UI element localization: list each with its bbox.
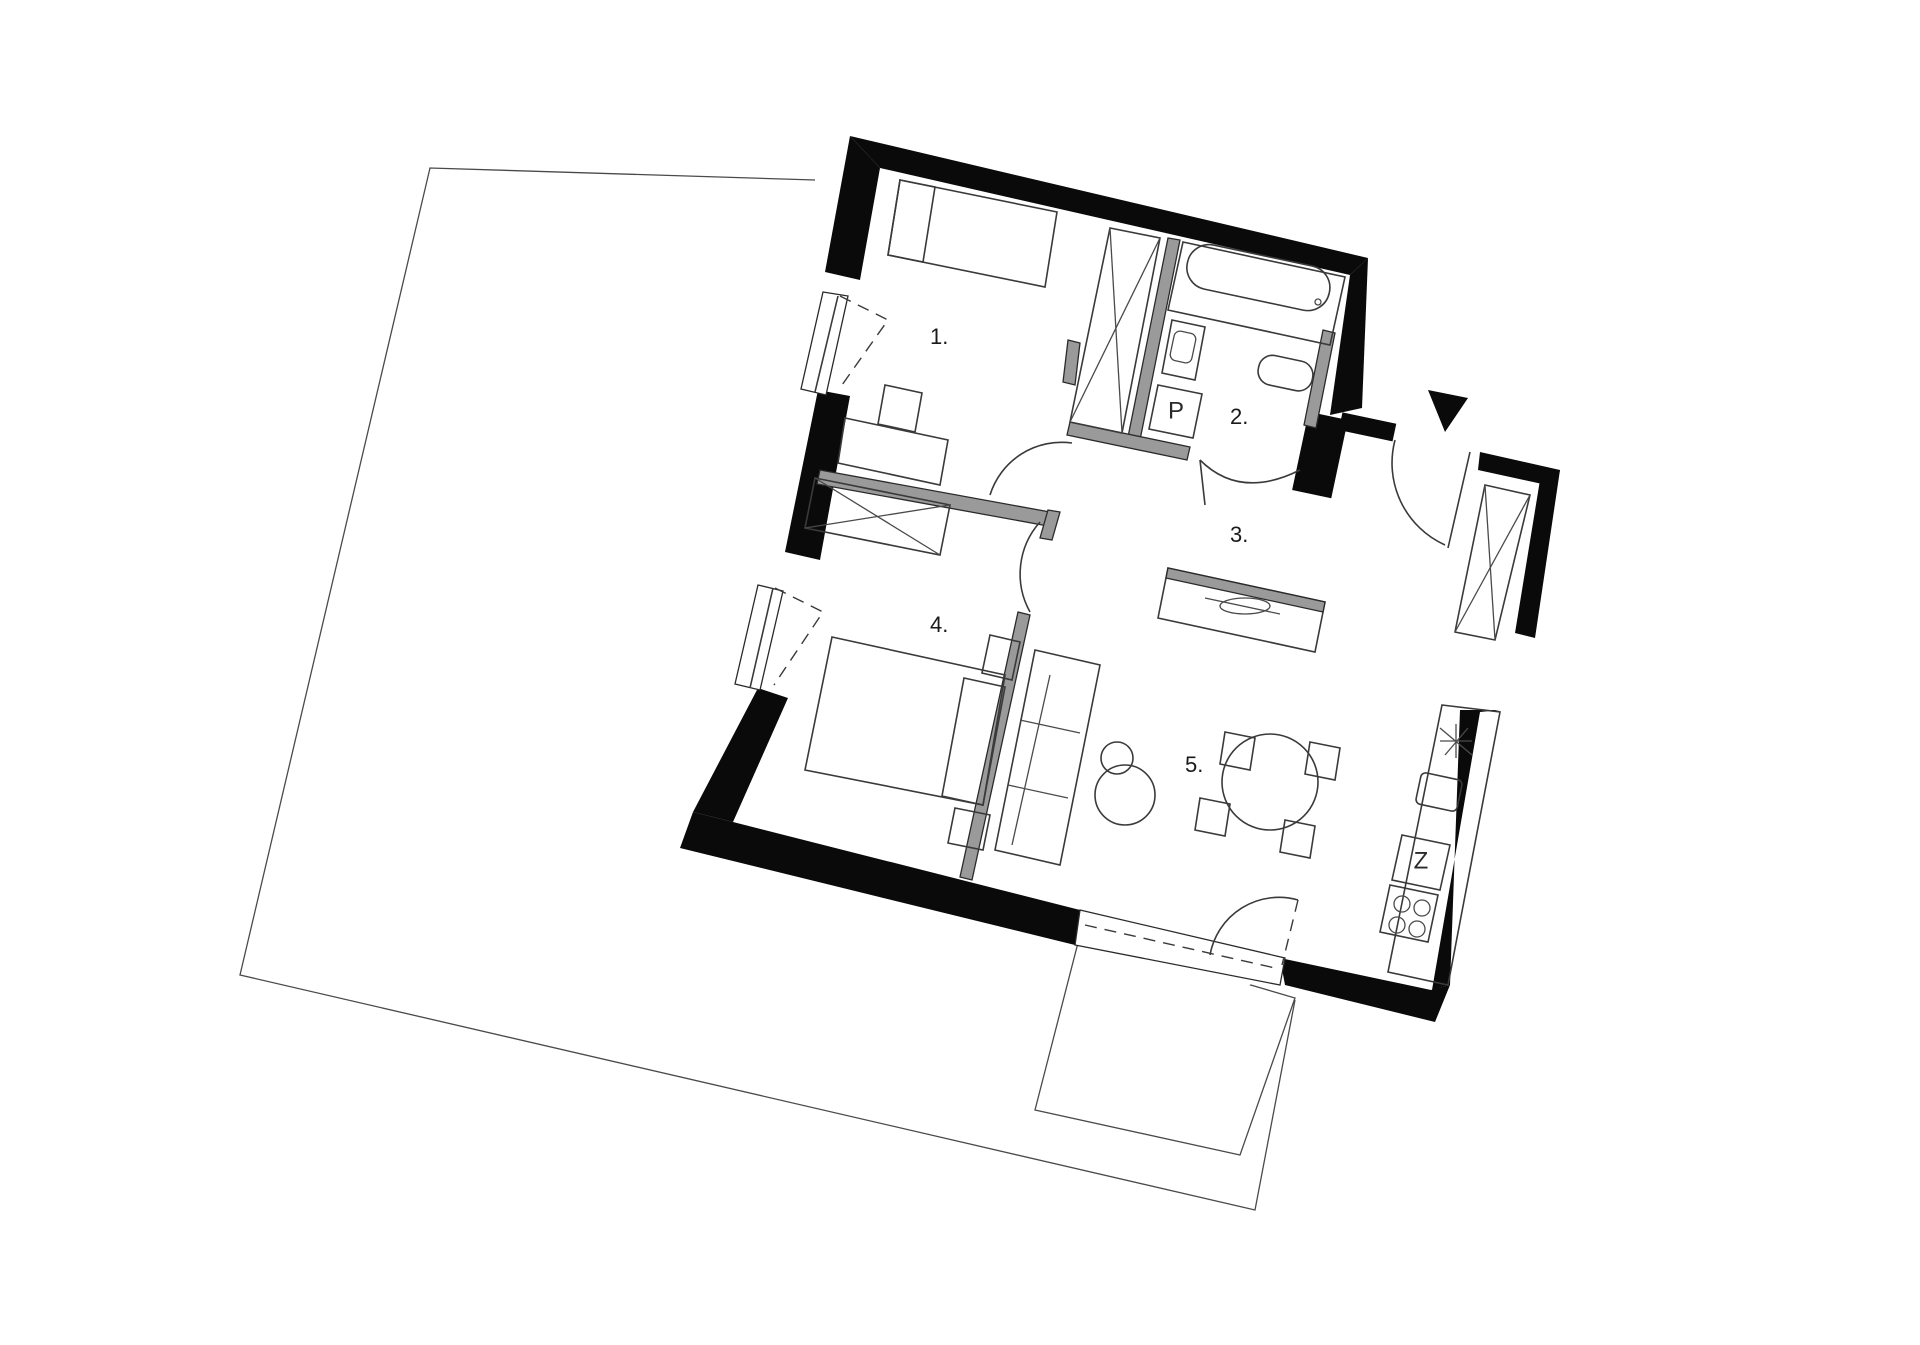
kitchen-sink [1415,772,1463,812]
room-label-1: 1. [930,324,948,349]
window-bedroom-4 [734,584,825,691]
entrance-door [1391,439,1471,549]
exterior-walls [680,136,1560,1022]
room-label-3: 3. [1230,522,1248,547]
toilet [1257,354,1314,392]
balcony-door [1074,896,1299,986]
wardrobe-room-4 [804,477,951,556]
entrance-arrow-icon [1428,390,1468,432]
bathroom-door [1199,459,1301,506]
room-label-4: 4. [930,612,948,637]
apartment-floor [730,170,1535,1000]
kitchen-island [1157,567,1326,653]
wardrobe-room-1 [1069,227,1161,434]
bathtub [1167,241,1346,346]
window-bedroom-1 [800,291,890,396]
fridge: Z [1391,834,1451,891]
room-label-2: 2. [1230,404,1248,429]
kitchen-wardrobe [1454,484,1531,641]
desk [837,417,949,486]
garden-outline [239,167,1296,1211]
desk-chair [877,384,923,433]
room-label-5: 5. [1185,752,1203,777]
cooktop-icon [1439,724,1473,758]
stove [1379,884,1439,943]
single-bed [887,179,1058,288]
washing-machine-label: P [1168,397,1184,424]
fridge-label: Z [1414,847,1429,874]
dining-table [1194,731,1341,859]
bedroom-door [989,441,1073,613]
sofa [994,649,1101,866]
double-bed [804,634,1021,851]
washing-machine: P [1148,384,1203,439]
side-tables [1094,741,1156,826]
washbasin [1161,319,1206,381]
